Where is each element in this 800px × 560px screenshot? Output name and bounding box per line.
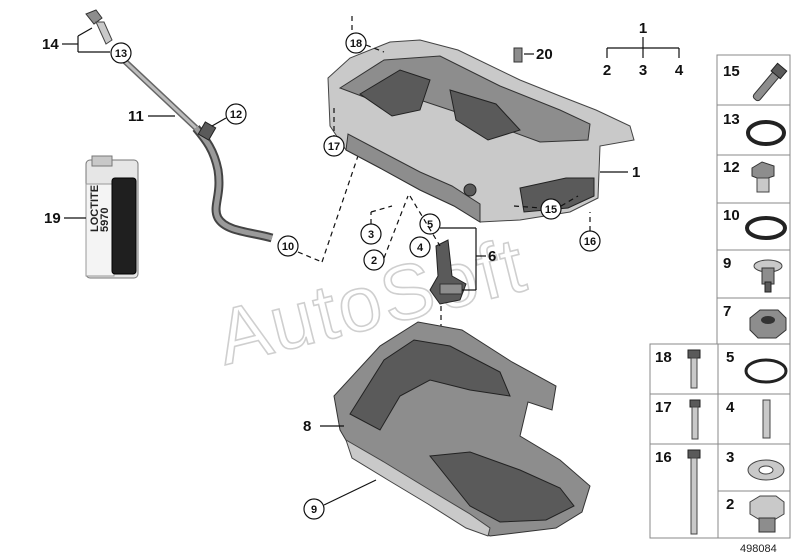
callout-17-label: 17: [328, 141, 340, 153]
group-header: 1 2 3 4: [603, 20, 684, 79]
callout-20-label: 20: [536, 46, 553, 63]
stud-4-icon: [762, 399, 771, 439]
callout-2-label: 2: [371, 255, 377, 267]
dipstick-handle: [85, 9, 103, 25]
drain-plug-2-icon: [749, 495, 785, 533]
o-ring-10-icon: [745, 216, 787, 240]
table-cell-16: [649, 443, 719, 539]
callout-18-circle: [345, 32, 367, 54]
callout-2-circle: [363, 249, 385, 271]
tube-product: 5970: [99, 208, 111, 232]
callout-13-circle: [110, 42, 132, 64]
callout-18-label: 18: [350, 38, 362, 50]
table-label-5: 5: [726, 349, 734, 366]
lower-pan-sump: [429, 451, 575, 523]
upper-pan-plug: [513, 47, 523, 63]
callout-19-label: 19: [44, 210, 61, 227]
parts-table: 15 13 12 10 9 7 18 5 17 4 16 3 2: [649, 54, 791, 539]
table-label-2: 2: [726, 496, 734, 513]
bolt-17-icon: [689, 399, 701, 440]
oil-pickup-assembly: [429, 239, 467, 305]
callout-3-label: 3: [368, 229, 374, 241]
clip-9-icon: [753, 259, 783, 293]
callout-4-label: 4: [417, 242, 424, 254]
table-label-3: 3: [726, 449, 734, 466]
sensor-icon: [752, 62, 788, 102]
callout-12-label: 12: [230, 109, 242, 121]
table-cell-13: [716, 104, 791, 156]
table-label-7: 7: [723, 303, 731, 320]
callout-5-label: 5: [427, 219, 433, 231]
table-cell-9: [716, 249, 791, 299]
table-label-4: 4: [726, 399, 735, 416]
callout-10-circle: [277, 235, 299, 257]
group-header-top: 1: [639, 20, 647, 37]
callout-11-label: 11: [128, 108, 144, 125]
callout-9-circle: [303, 498, 325, 520]
plug-12-icon: [751, 161, 775, 193]
callout-14-label: 14: [42, 36, 59, 53]
o-ring-13-icon: [746, 120, 786, 146]
callout-15-circle: [540, 198, 562, 220]
tube-label-dark: [111, 177, 137, 275]
callout-16-label: 16: [584, 236, 596, 248]
upper-oil-pan: [327, 39, 635, 223]
o-ring-5-icon: [744, 358, 788, 384]
nut-7-icon: [749, 309, 787, 339]
table-cell-10: [716, 202, 791, 251]
tube-brand: LOCTITE: [89, 185, 101, 232]
dipstick-handle-shaft: [95, 21, 113, 45]
dipstick-assembly: [85, 9, 274, 243]
guide-tube-bracket: [197, 121, 217, 141]
table-label-9: 9: [723, 255, 731, 272]
callout-1-label: 1: [632, 164, 640, 181]
group-header-child-2: 2: [603, 62, 611, 79]
callout-12-circle: [225, 103, 247, 125]
bolt-18-icon: [687, 349, 701, 389]
group-header-child-4: 4: [675, 62, 684, 79]
adhesive-tube: LOCTITE 5970: [85, 155, 139, 279]
table-label-12: 12: [723, 159, 740, 176]
callout-6-label: 6: [488, 248, 496, 265]
figure-number: 498084: [740, 543, 777, 555]
table-label-17: 17: [655, 399, 672, 416]
callout-4-circle: [409, 236, 431, 258]
table-label-13: 13: [723, 111, 740, 128]
bolt-16-icon: [687, 449, 701, 535]
table-label-18: 18: [655, 349, 672, 366]
callout-8-label: 8: [303, 418, 311, 435]
group-header-child-3: 3: [639, 62, 647, 79]
callout-10-label: 10: [282, 241, 294, 253]
callout-5-circle: [419, 213, 441, 235]
callout-15-label: 15: [545, 204, 557, 216]
drain-plug-boss: [463, 183, 477, 197]
table-cell-5: [717, 343, 791, 395]
callout-9-label: 9: [311, 504, 317, 516]
table-label-15: 15: [723, 63, 740, 80]
callout-13-label: 13: [115, 48, 127, 60]
lower-oil-pan: [333, 321, 591, 537]
washer-3-icon: [747, 459, 785, 481]
table-label-10: 10: [723, 207, 740, 224]
table-label-16: 16: [655, 449, 672, 466]
